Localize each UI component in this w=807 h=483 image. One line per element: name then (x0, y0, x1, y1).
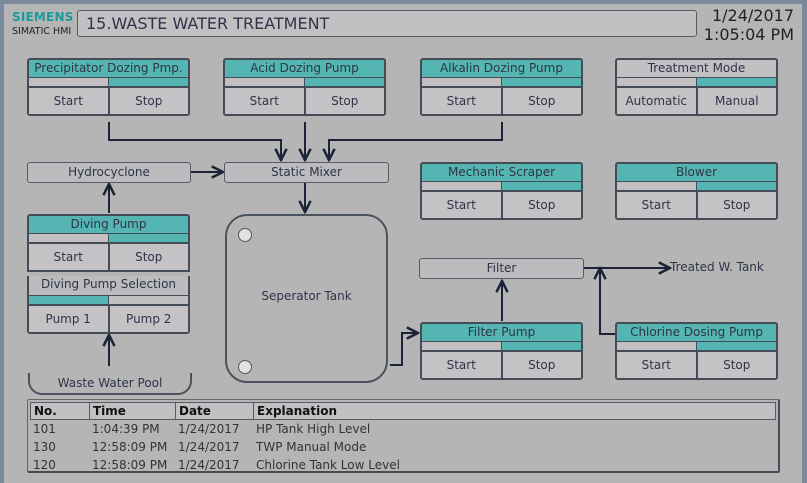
alarm-text: TWP Manual Mode (256, 440, 367, 454)
blower-panel: Blower Start Stop (615, 162, 778, 220)
status-indicator (27, 234, 190, 242)
chlorine-pump-panel: Chlorine Dosing Pump Start Stop (615, 322, 778, 380)
column-header-date[interactable]: Date (176, 403, 254, 419)
status-indicator (615, 78, 778, 86)
chlorine-start-button[interactable]: Start (617, 352, 698, 378)
flow-chlorine-to-filter (600, 268, 616, 335)
column-header-explanation[interactable]: Explanation (257, 404, 338, 418)
acid-stop-button[interactable]: Stop (305, 88, 384, 114)
alkalin-start-button[interactable]: Start (422, 88, 503, 114)
product-name: SIMATIC HMI (12, 26, 72, 37)
acid-pump-panel: Acid Dozing Pump Start Stop (223, 58, 386, 116)
panel-title: Diving Pump (27, 214, 190, 234)
status-indicator (615, 342, 778, 350)
flow-alkalin-to-mixer (329, 122, 503, 160)
treated-water-tank-label: Treated W. Tank (670, 260, 764, 274)
waste-water-pool: Waste Water Pool (28, 373, 192, 395)
pump1-select-button[interactable]: Pump 1 (29, 306, 110, 332)
diving-pump-selection-panel: Diving Pump Selection Pump 1 Pump 2 (27, 276, 190, 334)
status-indicator (420, 182, 583, 190)
alarm-time: 12:58:09 PM (92, 440, 168, 454)
panel-title: Blower (615, 162, 778, 182)
time-display: 1:05:04 PM (703, 25, 794, 44)
flow-precipitator-to-mixer (108, 122, 281, 160)
alarm-time: 1:04:39 PM (92, 422, 160, 436)
alarm-date: 1/24/2017 (178, 422, 240, 436)
chlorine-stop-button[interactable]: Stop (697, 352, 776, 378)
alarm-no: 120 (33, 458, 56, 472)
alkalin-stop-button[interactable]: Stop (502, 88, 581, 114)
panel-title: Chlorine Dosing Pump (615, 322, 778, 342)
alkalin-pump-panel: Alkalin Dozing Pump Start Stop (420, 58, 583, 116)
low-level-indicator (238, 360, 252, 374)
blower-stop-button[interactable]: Stop (697, 192, 776, 218)
scraper-start-button[interactable]: Start (422, 192, 503, 218)
column-header-time[interactable]: Time (90, 403, 176, 419)
pump2-select-button[interactable]: Pump 2 (109, 306, 188, 332)
status-indicator (615, 182, 778, 190)
precipitator-stop-button[interactable]: Stop (109, 88, 188, 114)
alarm-table-header: No. Time Date Explanation (30, 402, 776, 420)
panel-title: Alkalin Dozing Pump (420, 58, 583, 78)
filterpump-start-button[interactable]: Start (422, 352, 503, 378)
column-header-no[interactable]: No. (31, 403, 90, 419)
hmi-screen: SIEMENS SIMATIC HMI 15.WASTE WATER TREAT… (4, 4, 802, 483)
panel-title: Diving Pump Selection (27, 276, 190, 296)
alarm-date: 1/24/2017 (178, 458, 240, 472)
precipitator-pump-panel: Precipitator Dozing Pmp. Start Stop (27, 58, 190, 116)
panel-title: Acid Dozing Pump (223, 58, 386, 78)
hydrocyclone-box: Hydrocyclone (27, 162, 191, 183)
status-indicator (27, 78, 190, 86)
alarm-text: Chlorine Tank Low Level (256, 458, 400, 472)
scraper-stop-button[interactable]: Stop (502, 192, 581, 218)
diving-pump-panel: Diving Pump Start Stop (27, 214, 190, 272)
tank-label: Seperator Tank (261, 289, 352, 303)
filter-box: Filter (419, 258, 584, 279)
static-mixer-box: Static Mixer (224, 162, 389, 183)
status-indicator (420, 78, 583, 86)
flow-tank-to-filterpump (390, 333, 418, 366)
panel-title: Filter Pump (420, 322, 583, 342)
acid-start-button[interactable]: Start (225, 88, 306, 114)
table-row[interactable]: 130 12:58:09 PM 1/24/2017 TWP Manual Mod… (30, 438, 776, 456)
separator-tank: Seperator Tank (225, 214, 388, 383)
alarm-date: 1/24/2017 (178, 440, 240, 454)
panel-title: Mechanic Scraper (420, 162, 583, 182)
status-indicator (223, 78, 386, 86)
alarm-no: 130 (33, 440, 56, 454)
date-display: 1/24/2017 (711, 6, 794, 25)
filterpump-stop-button[interactable]: Stop (502, 352, 581, 378)
filter-pump-panel: Filter Pump Start Stop (420, 322, 583, 380)
manual-mode-button[interactable]: Manual (697, 88, 776, 114)
status-indicator (27, 296, 190, 304)
alarm-text: HP Tank High Level (256, 422, 371, 436)
page-title: 15.WASTE WATER TREATMENT (77, 10, 697, 37)
siemens-logo: SIEMENS (12, 10, 74, 24)
panel-title: Precipitator Dozing Pmp. (27, 58, 190, 78)
diving-stop-button[interactable]: Stop (109, 244, 188, 270)
diving-start-button[interactable]: Start (29, 244, 110, 270)
blower-start-button[interactable]: Start (617, 192, 698, 218)
mechanic-scraper-panel: Mechanic Scraper Start Stop (420, 162, 583, 220)
panel-title: Treatment Mode (615, 58, 778, 78)
treatment-mode-panel: Treatment Mode Automatic Manual (615, 58, 778, 116)
table-row[interactable]: 101 1:04:39 PM 1/24/2017 HP Tank High Le… (30, 420, 776, 438)
alarm-no: 101 (33, 422, 56, 436)
precipitator-start-button[interactable]: Start (29, 88, 110, 114)
status-indicator (420, 342, 583, 350)
table-row[interactable]: 120 12:58:09 PM 1/24/2017 Chlorine Tank … (30, 456, 776, 474)
alarm-time: 12:58:09 PM (92, 458, 168, 472)
high-level-indicator (238, 228, 252, 242)
alarm-table: No. Time Date Explanation 101 1:04:39 PM… (27, 399, 780, 473)
automatic-mode-button[interactable]: Automatic (617, 88, 698, 114)
